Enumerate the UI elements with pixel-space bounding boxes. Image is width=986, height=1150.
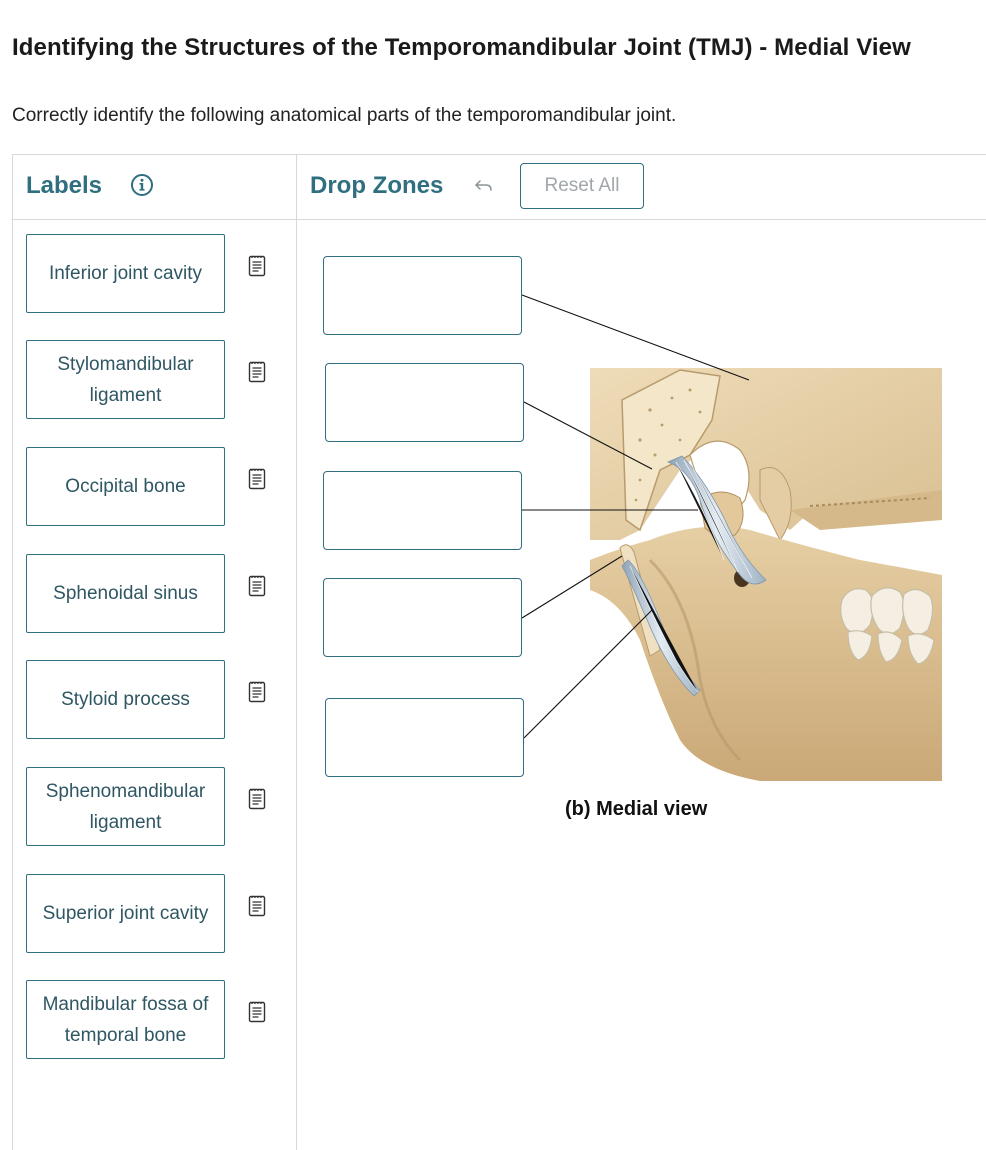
notes-icon[interactable] (247, 680, 267, 704)
labels-heading: Labels (26, 172, 103, 199)
drop-zone-1[interactable] (323, 256, 522, 335)
label-card[interactable]: Occipital bone (26, 447, 225, 526)
notes-icon[interactable] (247, 254, 267, 278)
panel-frame-top (12, 154, 986, 155)
notes-icon[interactable] (247, 894, 267, 918)
panel-divider (296, 154, 297, 1150)
drop-zones-heading: Drop Zones (310, 172, 444, 199)
panel-header-divider (12, 219, 986, 220)
panel-frame-left (12, 154, 13, 1150)
info-circle-icon[interactable] (130, 173, 154, 197)
drop-zone-2[interactable] (325, 363, 524, 442)
notes-icon[interactable] (247, 467, 267, 491)
notes-icon[interactable] (247, 574, 267, 598)
drop-zone-5[interactable] (325, 698, 524, 777)
label-card[interactable]: Superior joint cavity (26, 874, 225, 953)
notes-icon[interactable] (247, 1000, 267, 1024)
drop-zone-4[interactable] (323, 578, 522, 657)
drop-zone-3[interactable] (323, 471, 522, 550)
notes-icon[interactable] (247, 787, 267, 811)
label-card[interactable]: Styloid process (26, 660, 225, 739)
undo-arrow-icon[interactable] (474, 178, 494, 194)
label-card[interactable]: Sphenoidal sinus (26, 554, 225, 633)
figure-caption: (b) Medial view (565, 798, 708, 820)
page-title: Identifying the Structures of the Tempor… (12, 34, 911, 61)
reset-all-button[interactable]: Reset All (520, 163, 644, 209)
label-card[interactable]: Sphenomandibular ligament (26, 767, 225, 846)
notes-icon[interactable] (247, 360, 267, 384)
instructions-text: Correctly identify the following anatomi… (12, 105, 677, 126)
label-card[interactable]: Stylomandibular ligament (26, 340, 225, 419)
label-card[interactable]: Mandibular fossa of temporal bone (26, 980, 225, 1059)
label-card[interactable]: Inferior joint cavity (26, 234, 225, 313)
